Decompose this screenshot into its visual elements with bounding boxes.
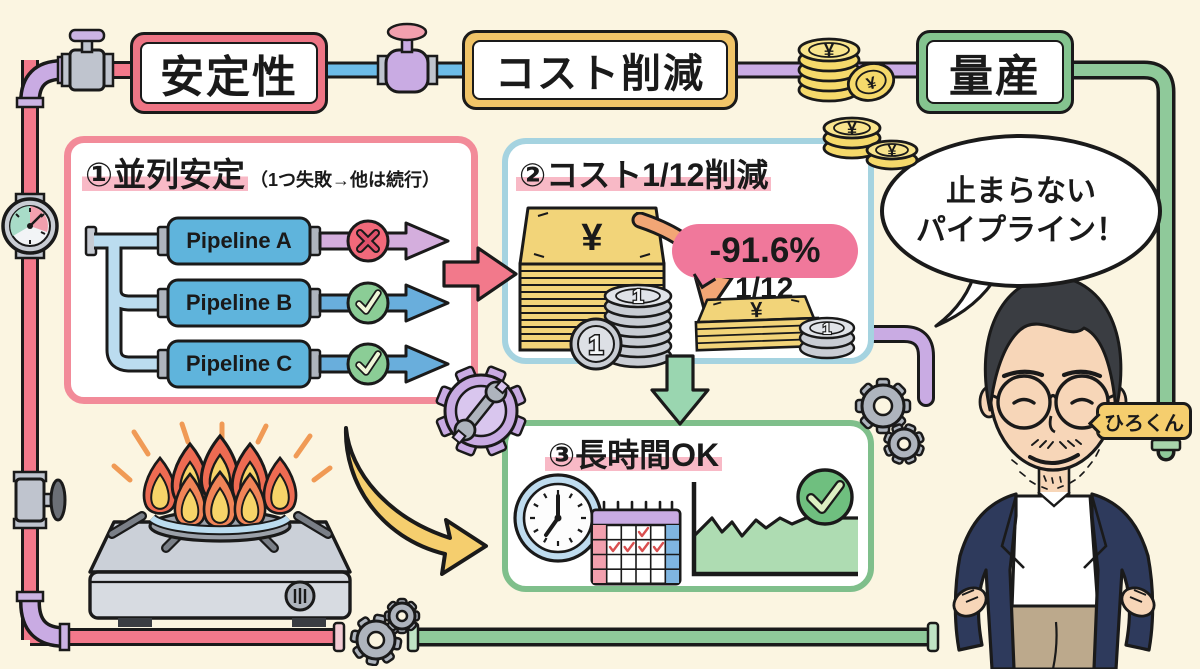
plaque-stability-label: 安定性 <box>140 42 318 104</box>
panel2-title: ②コスト1/12削減 <box>516 150 772 196</box>
flames <box>142 433 298 529</box>
clock-icon <box>513 473 603 563</box>
fraction-label: 1/12 <box>735 272 794 305</box>
blazer-left <box>953 492 1018 669</box>
calendar-checkmarks <box>608 526 665 553</box>
pipe-end-cap <box>926 621 940 653</box>
calendar-icon <box>590 500 682 586</box>
yen-symbol: ¥ <box>750 297 764 322</box>
panel1-title-main: ①並列安定 <box>82 156 248 193</box>
wrench-icon <box>451 378 510 445</box>
panel3-title-text: ③長時間OK <box>545 437 723 473</box>
manifold-pipe-icon <box>84 225 160 373</box>
yen-symbol: ¥ <box>581 217 602 259</box>
stubble <box>1007 445 1100 490</box>
pipeline-row-c: Pipeline C <box>156 339 450 389</box>
name-tag: ひろくん <box>1096 402 1192 440</box>
plaque-stability: 安定性 <box>130 32 328 114</box>
flow-arrow-icon <box>442 246 518 302</box>
plaque-cost-reduction: コスト削減 <box>462 30 738 110</box>
flow-arrow-down-icon <box>650 354 710 426</box>
valve-icon <box>376 22 439 94</box>
hands <box>952 586 1156 618</box>
coin-stack-gold-icon: ¥ ¥ <box>797 37 896 103</box>
discount-badge: -91.6% <box>672 224 858 278</box>
speech-line1: 止まらない <box>946 175 1096 208</box>
pipe-flange <box>1150 438 1182 452</box>
coin-stack-small-icon: 1 <box>798 316 856 360</box>
uptime-chart-icon <box>691 482 858 577</box>
coin-value: 1 <box>823 321 832 338</box>
pipeline-row-b: Pipeline B <box>156 278 450 328</box>
panel2-title-text: ②コスト1/12削減 <box>516 157 772 193</box>
pipeline-c-label: Pipeline C <box>186 351 292 376</box>
gas-stove-icon <box>88 421 352 627</box>
gears-icon <box>349 597 421 666</box>
gear-wrench-icon <box>435 365 527 457</box>
fail-x-icon <box>346 219 390 263</box>
plaque-mass-label: 量産 <box>926 40 1064 104</box>
blazer-right <box>1090 492 1155 669</box>
yen-symbol: ¥ <box>847 119 857 139</box>
pipe-elbow-bottom-left <box>15 590 71 652</box>
valve-icon <box>12 470 67 530</box>
pan-supports <box>107 511 333 553</box>
coin-stack-gold-icon: ¥ ¥ <box>822 116 919 171</box>
panel3-title: ③長時間OK <box>545 430 723 476</box>
yen-symbol: ¥ <box>824 41 835 62</box>
coin-value: 1 <box>632 286 643 308</box>
panel1-subtitle: （1つ失敗→他は続行） <box>249 170 440 190</box>
success-check-icon <box>346 342 390 386</box>
valve-icon <box>60 28 115 92</box>
success-check-icon <box>796 468 854 526</box>
plaque-cost-label: コスト削減 <box>472 40 728 100</box>
pressure-gauge-icon <box>1 192 59 260</box>
pipeline-b-label: Pipeline B <box>186 290 292 315</box>
panel1-title: ①並列安定（1つ失敗→他は続行） <box>82 148 440 196</box>
hair <box>983 274 1123 412</box>
speech-line2: パイプライン！ <box>916 214 1126 247</box>
pipeline-a-label: Pipeline A <box>186 228 292 253</box>
mustache <box>1031 439 1082 449</box>
pipeline-row-a: Pipeline A <box>156 216 450 266</box>
speech-bubble: 止まらない パイプライン！ <box>880 134 1162 288</box>
plaque-mass-production: 量産 <box>916 30 1074 114</box>
character-hirokun <box>952 274 1156 669</box>
curved-arrow-icon <box>343 426 488 576</box>
yen-symbol: ¥ <box>888 143 897 160</box>
success-check-icon <box>346 281 390 325</box>
gears-icon <box>854 377 925 465</box>
coin-value: 1 <box>588 330 603 360</box>
pipe-end-cap <box>332 621 346 653</box>
